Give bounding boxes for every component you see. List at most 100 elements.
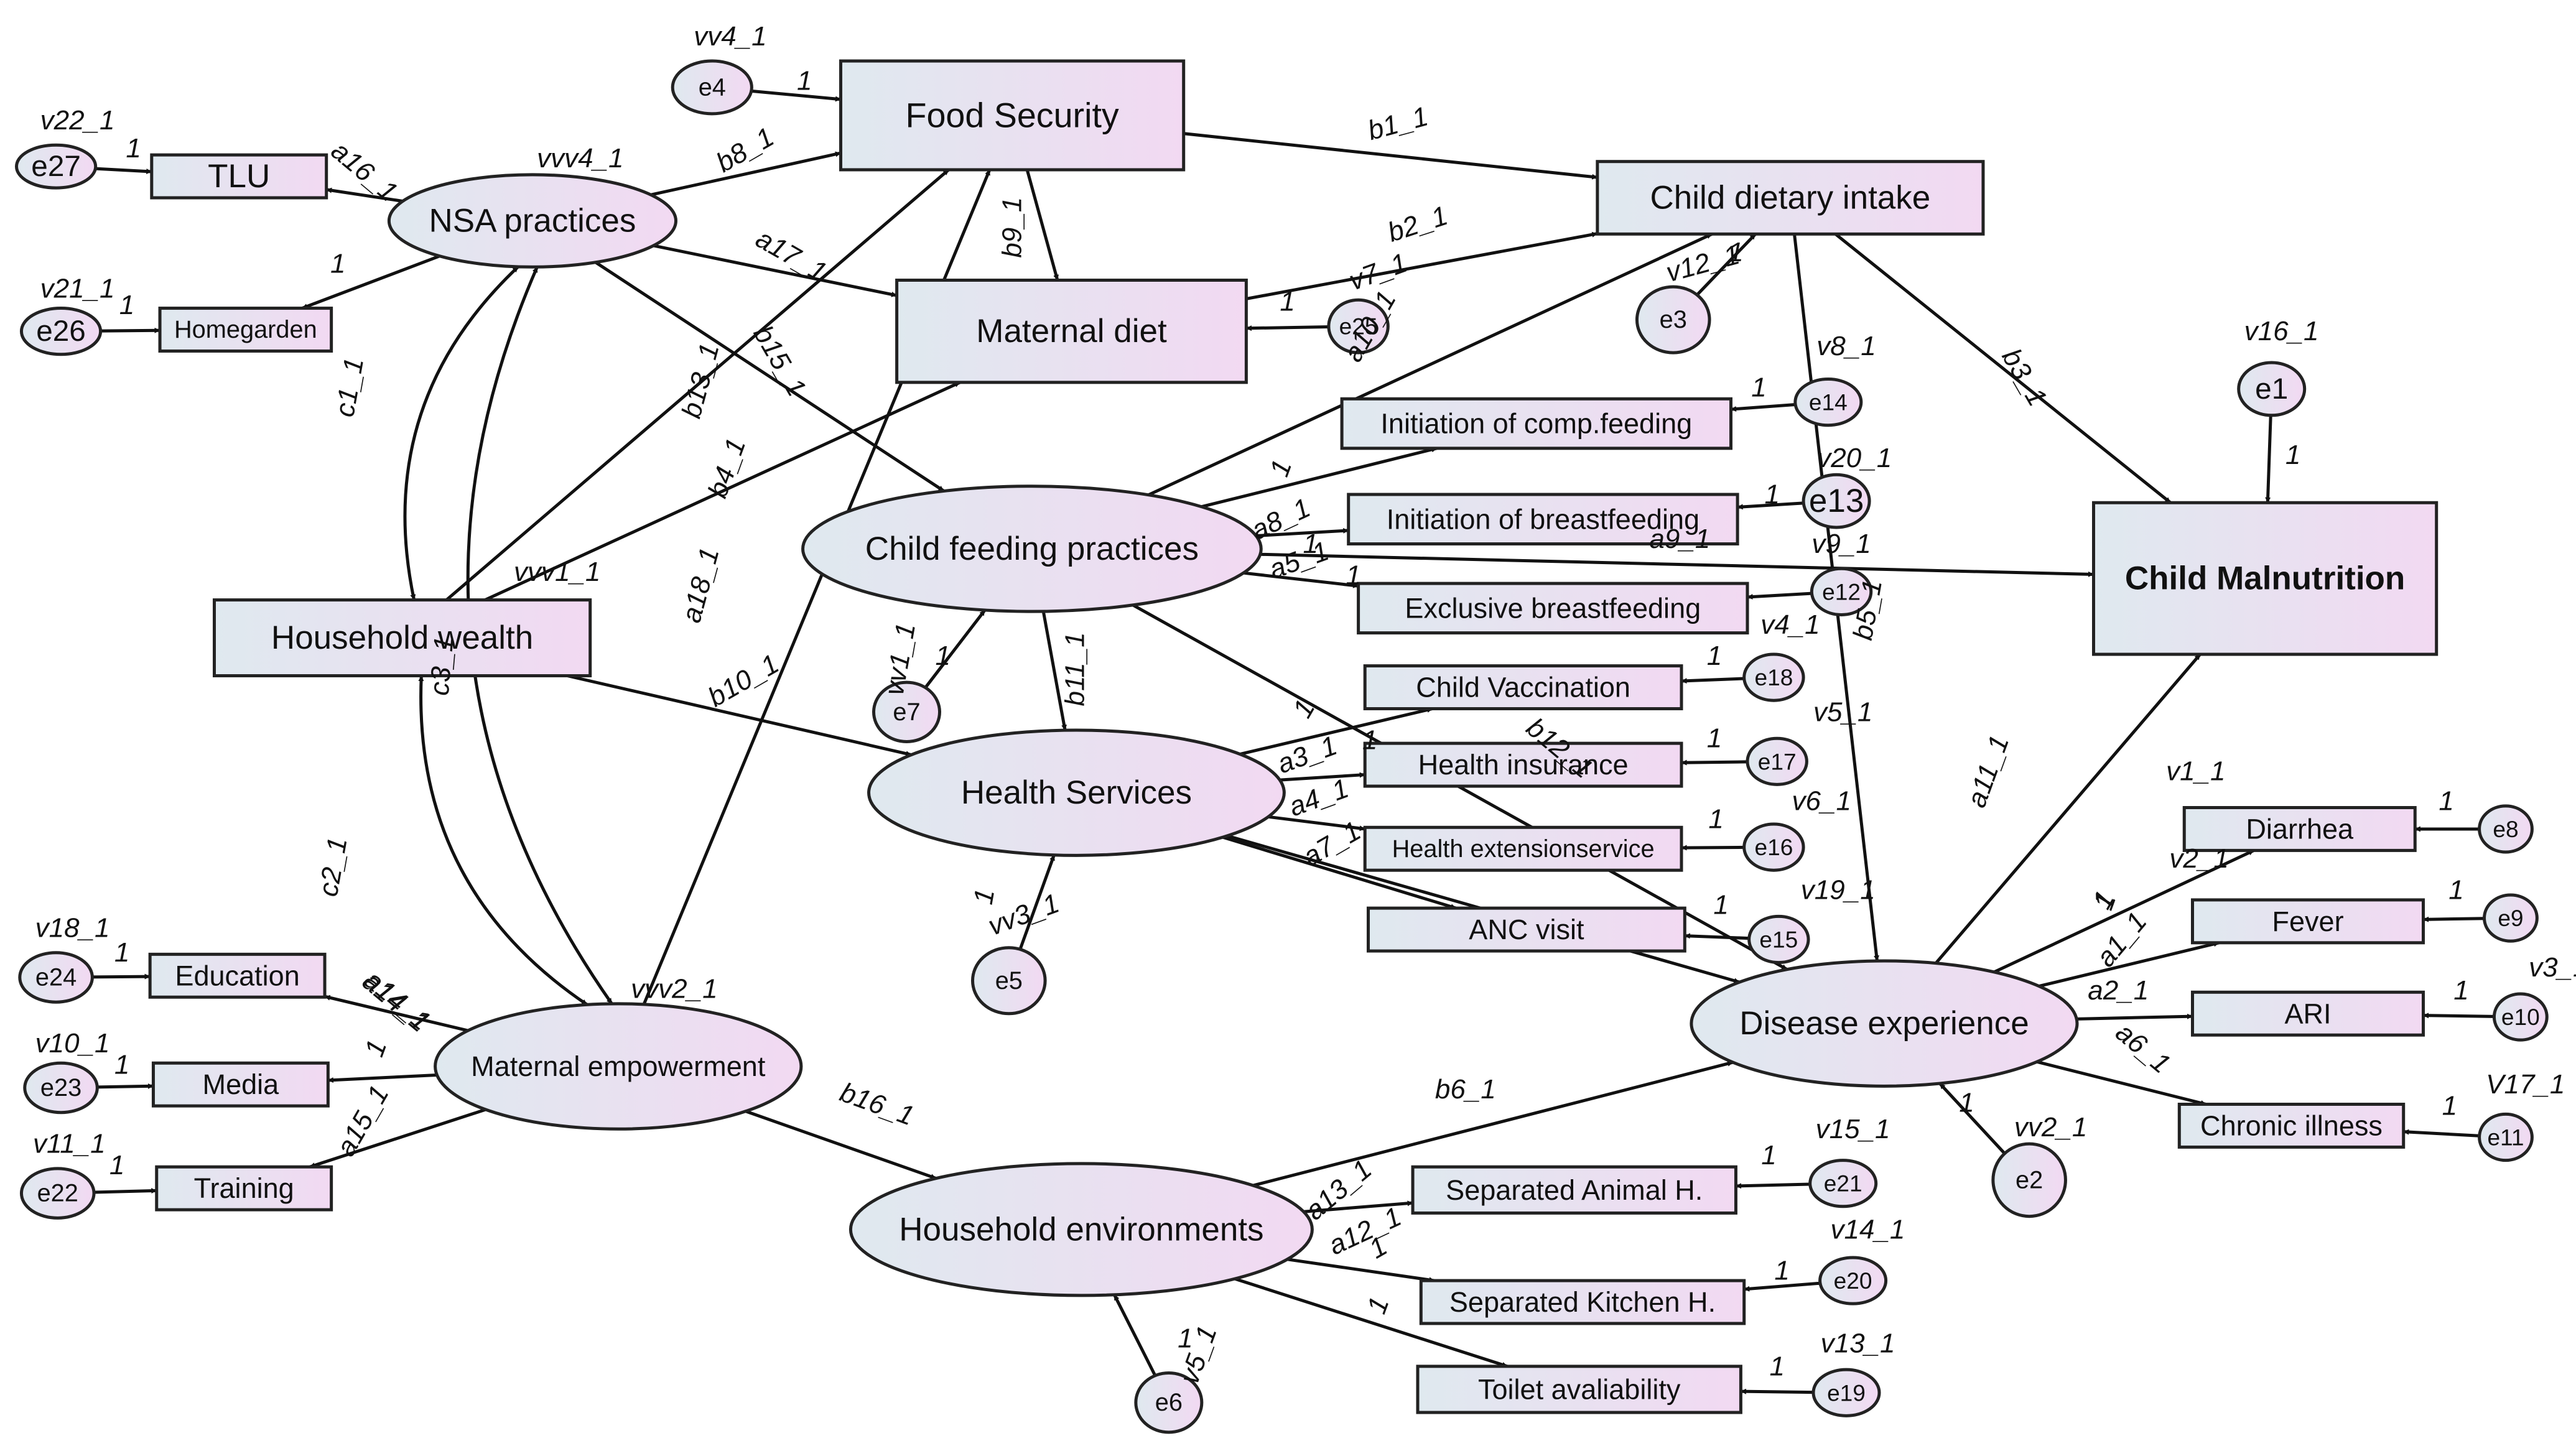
path-health_services-to-health_insurance xyxy=(1280,772,1365,782)
node-maternal-diet[interactable]: Maternal diet xyxy=(895,279,1248,384)
node-tlu[interactable]: TLU xyxy=(150,153,328,200)
node-init-breastfeeding[interactable]: Initiation of breastfeeding xyxy=(1347,493,1739,545)
error-term-circle xyxy=(1991,1142,2067,1218)
node-e23[interactable]: e23 xyxy=(23,1061,99,1115)
coefficient-label: v2_1 xyxy=(2169,843,2228,874)
node-e27[interactable]: e27 xyxy=(15,143,98,190)
node-e6[interactable]: e6 xyxy=(1134,1371,1204,1434)
node-label: e5 xyxy=(995,967,1023,994)
node-e8[interactable]: e8 xyxy=(2478,804,2534,854)
node-disease-experience[interactable]: Disease experience xyxy=(1690,959,2079,1088)
node-e3[interactable]: e3 xyxy=(1635,285,1711,355)
node-e2[interactable]: e2 xyxy=(1991,1142,2067,1218)
coefficient-label: 1 xyxy=(109,1150,124,1180)
node-education[interactable]: Education xyxy=(148,952,327,999)
node-health-services[interactable]: Health Services xyxy=(867,728,1286,857)
node-label: Child Vaccination xyxy=(1416,672,1630,703)
node-nsa-practices[interactable]: NSA practices xyxy=(387,173,678,269)
node-e13[interactable]: e13 xyxy=(1802,473,1871,529)
path-e11-to-chronic_illness xyxy=(2403,1129,2480,1138)
observed-variable-box xyxy=(1363,741,1683,788)
error-term-circle xyxy=(872,680,941,744)
node-init-comp-feeding[interactable]: Initiation of comp.feeding xyxy=(1340,397,1733,450)
node-health-extension[interactable]: Health extensionservice xyxy=(1363,825,1683,872)
path-e20-to-separated_kitchen xyxy=(1744,1281,1821,1292)
coefficient-label: a5_1 xyxy=(1265,535,1333,585)
error-term-circle xyxy=(23,1061,99,1115)
node-homegarden[interactable]: Homegarden xyxy=(158,307,333,353)
node-e10[interactable]: e10 xyxy=(2492,992,2549,1042)
node-e5[interactable]: e5 xyxy=(971,946,1047,1016)
node-label: e25 xyxy=(1339,313,1378,340)
node-e25[interactable]: e25 xyxy=(1327,298,1390,355)
path-child_feeding_practices-to-child_dietary_intake xyxy=(1148,233,1713,497)
node-household-environments[interactable]: Household environments xyxy=(849,1162,1314,1297)
coefficient-label: 1 xyxy=(114,1049,129,1080)
node-e14[interactable]: e14 xyxy=(1793,378,1863,427)
node-e17[interactable]: e17 xyxy=(1746,736,1808,786)
node-label: e11 xyxy=(2487,1124,2524,1151)
error-term-circle xyxy=(1327,298,1390,355)
node-e22[interactable]: e22 xyxy=(19,1167,96,1220)
node-e11[interactable]: e11 xyxy=(2478,1112,2534,1162)
node-e21[interactable]: e21 xyxy=(1808,1159,1878,1208)
path-e12-to-exclusive_breastfeeding xyxy=(1747,591,1812,600)
observed-variable-box xyxy=(1347,493,1739,545)
node-label: e26 xyxy=(36,315,86,348)
node-label: Separated Kitchen H. xyxy=(1449,1286,1716,1318)
node-food-security[interactable]: Food Security xyxy=(839,59,1186,172)
node-chronic-illness[interactable]: Chronic illness xyxy=(2177,1103,2406,1149)
node-separated-kitchen[interactable]: Separated Kitchen H. xyxy=(1419,1279,1746,1325)
coefficient-label: b4_1 xyxy=(702,434,752,502)
node-e20[interactable]: e20 xyxy=(1818,1256,1888,1305)
path-disease_experience-to-diarrhea xyxy=(1993,849,2255,974)
node-toilet[interactable]: Toilet avaliability xyxy=(1416,1365,1742,1414)
node-health-insurance[interactable]: Health insurance xyxy=(1363,741,1683,788)
node-training[interactable]: Training xyxy=(155,1165,333,1212)
node-e26[interactable]: e26 xyxy=(19,307,103,356)
node-maternal-empowerment[interactable]: Maternal empowerment xyxy=(434,1002,803,1131)
error-term-circle xyxy=(19,1167,96,1220)
node-label: Health Services xyxy=(961,774,1192,811)
node-child-malnutrition[interactable]: Child Malnutrition xyxy=(2092,501,2439,656)
node-e7[interactable]: e7 xyxy=(872,680,941,744)
error-term-circle xyxy=(1818,1256,1888,1305)
path-e21-to-separated_animal xyxy=(1736,1182,1810,1189)
coefficient-label: b13_1 xyxy=(676,340,725,422)
node-child-vaccination[interactable]: Child Vaccination xyxy=(1363,664,1683,710)
node-e1[interactable]: e1 xyxy=(2237,361,2307,417)
coefficient-label: v5_1 xyxy=(1813,697,1872,727)
node-e18[interactable]: e18 xyxy=(1742,652,1805,702)
path-disease_experience-to-child_malnutrition xyxy=(1935,653,2202,965)
coefficient-label: 1 xyxy=(119,290,134,320)
node-diarrhea[interactable]: Diarrhea xyxy=(2182,806,2417,852)
node-anc-visit[interactable]: ANC visit xyxy=(1367,906,1686,953)
node-child-dietary-intake[interactable]: Child dietary intake xyxy=(1596,160,1985,236)
node-exclusive-breastfeeding[interactable]: Exclusive breastfeeding xyxy=(1357,582,1749,635)
node-e9[interactable]: e9 xyxy=(2483,893,2539,943)
node-household-wealth[interactable]: Household wealth xyxy=(213,598,592,677)
node-e16[interactable]: e16 xyxy=(1742,822,1805,872)
observed-variable-box xyxy=(2191,898,2425,945)
path-household_wealth-to-health_services xyxy=(567,674,912,757)
coefficient-label: v20_1 xyxy=(1817,443,1892,473)
coefficient-label: v21_1 xyxy=(40,273,115,304)
node-label: e3 xyxy=(1660,306,1687,333)
node-ari[interactable]: ARI xyxy=(2191,990,2425,1037)
node-child-feeding-practices[interactable]: Child feeding practices xyxy=(801,484,1263,613)
observed-variable-box xyxy=(155,1165,333,1212)
node-e4[interactable]: e4 xyxy=(671,59,753,116)
path-maternal_diet-to-child_dietary_intake xyxy=(1245,231,1598,300)
latent-variable-ellipse xyxy=(387,173,678,269)
observed-variable-box xyxy=(895,279,1248,384)
path-child_feeding_practices-to-child_malnutrition xyxy=(1260,552,2094,577)
node-e12[interactable]: e12 xyxy=(1810,567,1873,616)
node-e24[interactable]: e24 xyxy=(18,951,94,1004)
node-e19[interactable]: e19 xyxy=(1811,1368,1881,1417)
node-fever[interactable]: Fever xyxy=(2191,898,2425,945)
node-e15[interactable]: e15 xyxy=(1747,914,1810,965)
observed-variable-box xyxy=(1596,160,1985,236)
node-separated-animal[interactable]: Separated Animal H. xyxy=(1411,1165,1737,1215)
coefficient-label: v4_1 xyxy=(1760,610,1820,640)
node-media[interactable]: Media xyxy=(151,1061,330,1108)
